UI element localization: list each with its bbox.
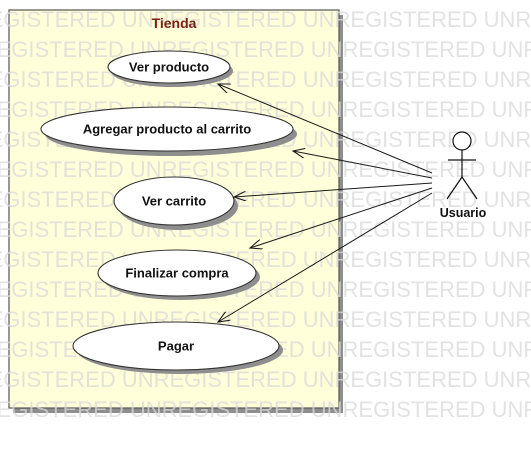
watermark-line: UNREGISTERED UNREGISTERED UNREGISTERED U… [0,367,531,392]
use-case-label: Agregar producto al carrito [83,122,251,137]
use-case-label: Pagar [158,339,194,354]
association-ver-producto [218,84,433,174]
use-case-pagar[interactable]: Pagar [72,321,283,374]
watermark-line: UNREGISTERED UNREGISTERED UNREGISTERED U… [0,187,531,212]
association-ver-carrito [234,182,433,197]
use-case-agregar-producto-al-carrito[interactable]: Agregar producto al carrito [40,106,297,156]
watermark: UNREGISTERED UNREGISTERED UNREGISTERED U… [0,7,531,422]
actor-head-icon [452,131,472,151]
watermark-line: UNREGISTERED UNREGISTERED UNREGISTERED U… [0,7,531,32]
association-finalizar-compra [250,187,433,248]
watermark-line: UNREGISTERED UNREGISTERED UNREGISTERED U… [0,307,531,332]
watermark-line: UNREGISTERED UNREGISTERED UNREGISTERED U… [0,67,531,92]
watermark-line: UNREGISTERED UNREGISTERED UNREGISTERED U… [0,247,531,272]
actor-usuario[interactable] [446,131,478,200]
use-case-label: Finalizar compra [125,266,229,281]
use-case-ver-carrito[interactable]: Ver carrito [113,176,238,230]
actor-label: Usuario [440,206,487,220]
watermark-line: UNREGISTERED UNREGISTERED UNREGISTERED U… [0,277,531,302]
watermark-line: UNREGISTERED UNREGISTERED UNREGISTERED U… [0,157,531,182]
association-pagar [218,192,433,322]
use-case-ver-producto[interactable]: Ver producto [107,50,233,87]
association-agregar-producto [293,151,433,179]
system-title: Tienda [152,15,197,31]
use-case-label: Ver producto [129,60,209,75]
use-case-label: Ver carrito [142,194,206,209]
use-case-finalizar-compra[interactable]: Finalizar compra [97,249,260,300]
watermark-line: UNREGISTERED UNREGISTERED UNREGISTERED U… [0,217,531,242]
watermark-line: UNREGISTERED UNREGISTERED UNREGISTERED U… [0,397,531,422]
watermark-line: UNREGISTERED UNREGISTERED UNREGISTERED U… [0,37,531,62]
